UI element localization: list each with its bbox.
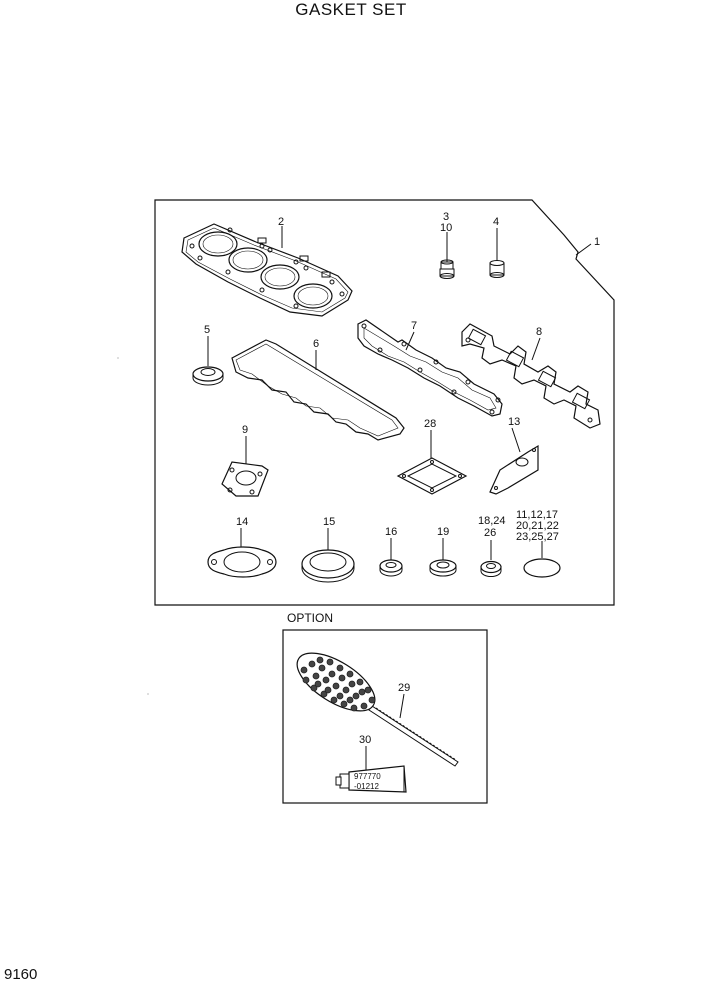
callout-15: 15 [323,516,335,528]
callout-20-21-22: 20,21,22 [516,520,559,532]
callout-23-25-27: 23,25,27 [516,531,559,543]
callout-2: 2 [278,216,284,228]
callout-9: 9 [242,424,248,436]
brush-bristles [300,656,376,712]
callout-6: 6 [313,338,319,350]
exhaust-gasket-part-8 [461,323,601,429]
callout-13: 13 [508,416,520,428]
o-ring-part-11-27 [523,541,561,578]
callout-16: 16 [385,526,397,538]
callout-28: 28 [424,418,436,430]
seal-part-3-10 [439,232,455,279]
option-frame [282,629,488,804]
callout-29: 29 [398,682,410,694]
main-frame [154,199,615,606]
seal-part-19 [429,538,457,577]
option-label: OPTION [287,611,334,625]
rocker-cover-gasket-part-6 [231,339,405,441]
brush-part-29 [296,652,459,767]
callout-18-24: 18,24 [478,515,506,527]
page-title: GASKET SET [295,0,407,19]
leader-8 [531,337,541,361]
callout-19: 19 [437,526,449,538]
callout-7: 7 [411,320,417,332]
callout-8: 8 [536,326,542,338]
callout-11-12-17: 11,12,17 [516,509,558,521]
gasket-part-14 [207,528,277,578]
callout-14: 14 [236,516,248,528]
callout-3: 3 [443,211,449,223]
callout-26: 26 [484,527,496,539]
callout-5: 5 [204,324,210,336]
callout-30: 30 [359,734,371,746]
tube-label-line1: 977770 [354,772,381,781]
gasket-part-9 [221,436,269,497]
callout-1: 1 [594,236,600,248]
leader-1 [575,243,592,256]
gasket-part-13 [489,427,539,495]
seal-part-18-24-26 [480,540,502,577]
seal-part-16 [379,538,403,577]
callout-4: 4 [493,216,499,228]
callout-10: 10 [440,222,452,234]
page-number: 9160 [4,966,38,983]
tube-label-line2: -01212 [354,782,379,791]
gasket-part-28 [396,430,468,495]
manifold-gasket-part-7 [357,319,503,417]
washer-part-5 [192,336,224,386]
seal-ring-part-15 [301,528,355,583]
seal-part-4 [489,228,505,278]
leader-29 [399,693,405,719]
sealant-tube-part-30: 977770 -01212 [335,746,407,793]
leader-7 [405,331,415,351]
head-gasket-part-2 [181,223,353,317]
